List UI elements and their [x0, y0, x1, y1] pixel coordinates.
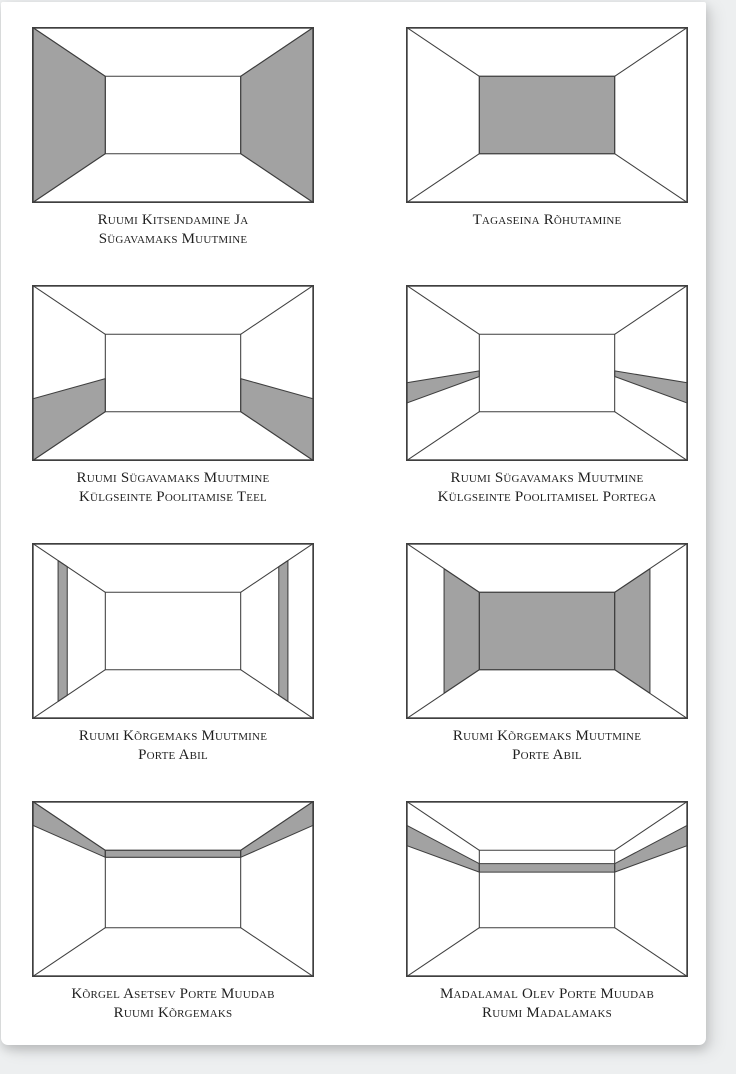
- room-panel-5: Ruumi Kõrgemaks Muutmine Porte Abil: [32, 543, 314, 801]
- room-panel-1: Ruumi Kitsendamine Ja Sügavamaks Muutmin…: [32, 27, 314, 285]
- panel-caption-7: Kõrgel Asetsev Porte Muudab Ruumi Kõrgem…: [32, 985, 314, 1023]
- panel-caption-3: Ruumi Sügavamaks Muutmine Külgseinte Poo…: [32, 469, 314, 507]
- room-drawing-2: [406, 27, 688, 203]
- room-drawing-8: [406, 801, 688, 977]
- caption-line: Tagaseina Rõhutamine: [472, 212, 622, 228]
- room-panel-4: Ruumi Sügavamaks Muutmine Külgseinte Poo…: [406, 285, 688, 543]
- caption-line: Ruumi Kõrgemaks: [113, 1005, 233, 1021]
- room-drawing-7: [32, 801, 314, 977]
- caption-line: Ruumi Kõrgemaks Muutmine: [452, 728, 642, 744]
- room-drawing-3: [32, 285, 314, 461]
- room-drawing-4: [406, 285, 688, 461]
- caption-line: Ruumi Kitsendamine Ja: [97, 212, 249, 228]
- panel-caption-6: Ruumi Kõrgemaks Muutmine Porte Abil: [406, 727, 688, 765]
- room-drawing-6: [406, 543, 688, 719]
- caption-line: Porte Abil: [138, 747, 208, 763]
- caption-line: Ruumi Madalamaks: [482, 1005, 612, 1021]
- caption-line: Külgseinte Poolitamise Teel: [79, 489, 267, 505]
- caption-line: Ruumi Sügavamaks Muutmine: [76, 470, 270, 486]
- room-panel-6: Ruumi Kõrgemaks Muutmine Porte Abil: [406, 543, 688, 801]
- caption-line: Sügavamaks Muutmine: [98, 231, 248, 247]
- panel-caption-5: Ruumi Kõrgemaks Muutmine Porte Abil: [32, 727, 314, 765]
- panel-caption-4: Ruumi Sügavamaks Muutmine Külgseinte Poo…: [406, 469, 688, 507]
- caption-line: Külgseinte Poolitamisel Portega: [437, 489, 657, 505]
- caption-line: Porte Abil: [512, 747, 582, 763]
- room-panel-2: Tagaseina Rõhutamine: [406, 27, 688, 285]
- panel-grid: Ruumi Kitsendamine Ja Sügavamaks Muutmin…: [1, 2, 706, 1045]
- room-panel-7: Kõrgel Asetsev Porte Muudab Ruumi Kõrgem…: [32, 801, 314, 1045]
- panel-caption-2: Tagaseina Rõhutamine: [406, 211, 688, 230]
- caption-line: Madalamal Olev Porte Muudab: [440, 986, 654, 1002]
- caption-line: Ruumi Sügavamaks Muutmine: [450, 470, 644, 486]
- room-drawing-1: [32, 27, 314, 203]
- room-panel-8: Madalamal Olev Porte Muudab Ruumi Madala…: [406, 801, 688, 1045]
- document-page: Ruumi Kitsendamine Ja Sügavamaks Muutmin…: [1, 2, 706, 1045]
- room-panel-3: Ruumi Sügavamaks Muutmine Külgseinte Poo…: [32, 285, 314, 543]
- caption-line: Ruumi Kõrgemaks Muutmine: [78, 728, 268, 744]
- caption-line: Kõrgel Asetsev Porte Muudab: [71, 986, 275, 1002]
- panel-caption-8: Madalamal Olev Porte Muudab Ruumi Madala…: [406, 985, 688, 1023]
- panel-caption-1: Ruumi Kitsendamine Ja Sügavamaks Muutmin…: [32, 211, 314, 249]
- room-drawing-5: [32, 543, 314, 719]
